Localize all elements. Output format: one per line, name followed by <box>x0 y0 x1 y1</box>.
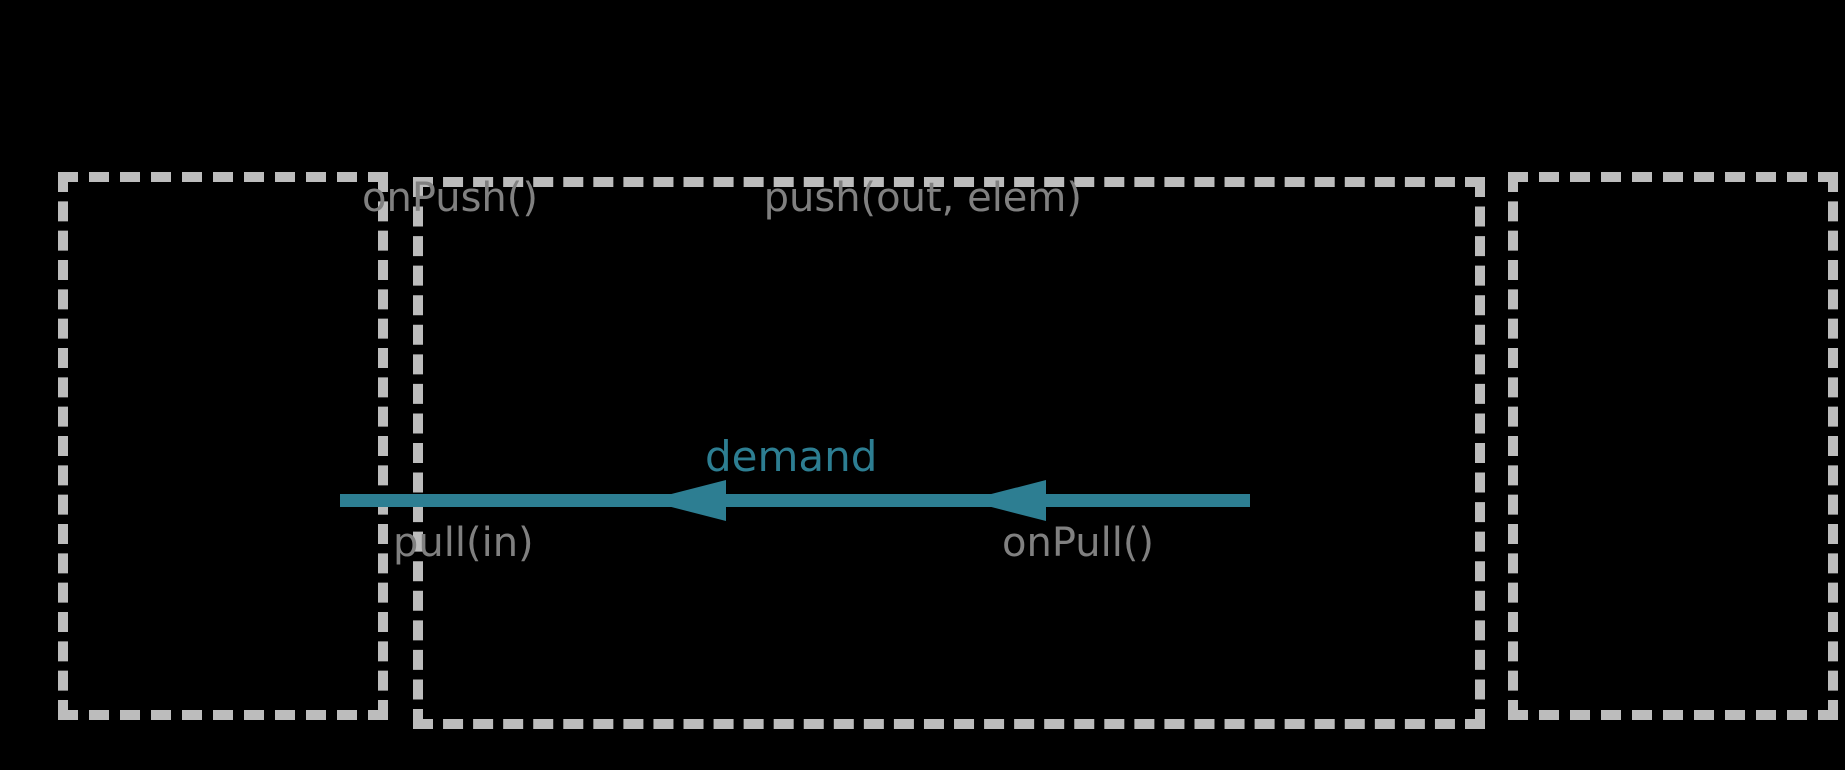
demand-label: demand <box>705 432 878 481</box>
upstream-box <box>58 172 388 720</box>
push-out-elem-label: push(out, elem) <box>763 175 1082 221</box>
demand-arrow <box>340 480 1250 521</box>
on-push-label: onPush() <box>362 175 538 221</box>
downstream-box <box>1508 172 1838 720</box>
on-pull-label: onPull() <box>1002 520 1155 566</box>
pull-in-label: pull(in) <box>393 520 534 566</box>
stage-box <box>413 177 1485 729</box>
